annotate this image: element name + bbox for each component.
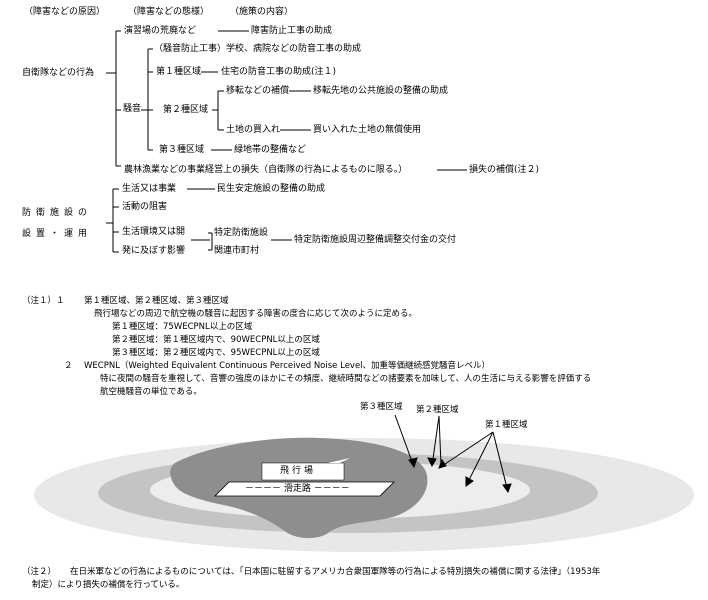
runway-label: －－－－ 滑走路 －－－－	[245, 484, 350, 494]
env-impact-2: 発に及ぼす影響	[122, 246, 186, 256]
life-project: 生活又は事業	[122, 184, 177, 194]
training-field-policy: 障害防止工事の助成	[251, 26, 333, 36]
env-impact-1: 生活環境又は開	[122, 227, 186, 237]
root-sdf-actions: 自衛隊などの行為	[22, 68, 95, 78]
note1-title: 第１種区域、第２種区域、第３種区域	[84, 296, 229, 306]
activity-obstruction: 活動の阻害	[122, 202, 168, 212]
zone3-policy: 緑地帯の整備など	[234, 145, 307, 155]
specific-defense-facility: 特定防衛施設	[214, 228, 269, 238]
zone2-label: 第２種区域	[163, 105, 209, 115]
airfield-flag	[328, 458, 350, 463]
root-defense-facility-1: 防衛施設の	[22, 208, 93, 218]
relocation-compensation: 移転などの補償	[226, 86, 290, 96]
map-zone3-label: 第３種区域	[360, 402, 403, 412]
training-field-damage: 演習場の荒廃など	[124, 26, 197, 36]
note1-desc: 飛行場などの周辺で航空機の騒音に起因する障害の度合に応じて次のように定める。	[94, 309, 418, 319]
note1-2-title: WECPNL（Weighted Equivalent Continuous Pe…	[84, 361, 491, 371]
land-purchase: 土地の買入れ	[226, 125, 281, 135]
note1-zone2: 第２種区域：第１種区域内で、90WECPNL以上の区域	[112, 335, 320, 345]
airfield-label: 飛行場	[280, 466, 317, 476]
zone3-label: 第３種区域	[159, 145, 205, 155]
related-municipality: 関連市町村	[214, 246, 260, 256]
agri-loss: 農林漁業などの事業経営上の損失（自衛隊の行為によるものに限る。）	[124, 165, 408, 175]
agri-policy: 損失の補償(注２)	[469, 165, 540, 175]
life-project-policy: 民生安定施設の整備の助成	[217, 184, 326, 194]
note1-zone1: 第１種区域：75WECPNL以上の区域	[112, 322, 253, 332]
note1-label: （注１）１	[22, 296, 65, 306]
land-policy: 買い入れた土地の無償使用	[313, 125, 422, 135]
zone1-label: 第１種区域	[156, 67, 202, 77]
note1-2-desc1: 特に夜間の騒音を重視して、音響の強度のほかにその頻度、継続時間などの諸要素を加味…	[100, 374, 592, 384]
map-zone2-label: 第２種区域	[416, 405, 459, 415]
noise-school-policy: （騒音防止工事）学校、病院などの防音工事の助成	[154, 44, 362, 54]
note1-zone3: 第３種区域：第２種区域内で、95WECPNL以上の区域	[112, 348, 320, 358]
zone1-policy: 住宅の防音工事の助成(注１)	[221, 67, 337, 77]
header-policy: （施策の内容）	[230, 7, 294, 17]
map-zone1-label: 第１種区域	[485, 420, 528, 430]
note2-line1: 在日米軍などの行為によるものについては、「日本国に駐留するアメリカ合衆国軍隊等の…	[70, 567, 601, 577]
grant-policy: 特定防衛施設周辺整備調整交付金の交付	[294, 235, 457, 245]
header-cause: （障害などの原因）	[24, 7, 106, 17]
relocation-policy: 移転先地の公共施設の整備の助成	[313, 86, 449, 96]
noise-label: 騒音	[123, 104, 142, 114]
header-form: （障害などの態様）	[128, 7, 210, 17]
note1-2-desc2: 航空機騒音の単位である。	[100, 387, 202, 397]
airfield-box	[261, 462, 345, 481]
note2-label: （注２）	[22, 567, 57, 577]
note1-2-num: ２	[64, 361, 73, 371]
runway-shape	[214, 481, 395, 497]
root-defense-facility-2: 設置・運用	[22, 229, 93, 239]
note2-line2: 制定）により損失の補償を行っている。	[32, 580, 185, 590]
